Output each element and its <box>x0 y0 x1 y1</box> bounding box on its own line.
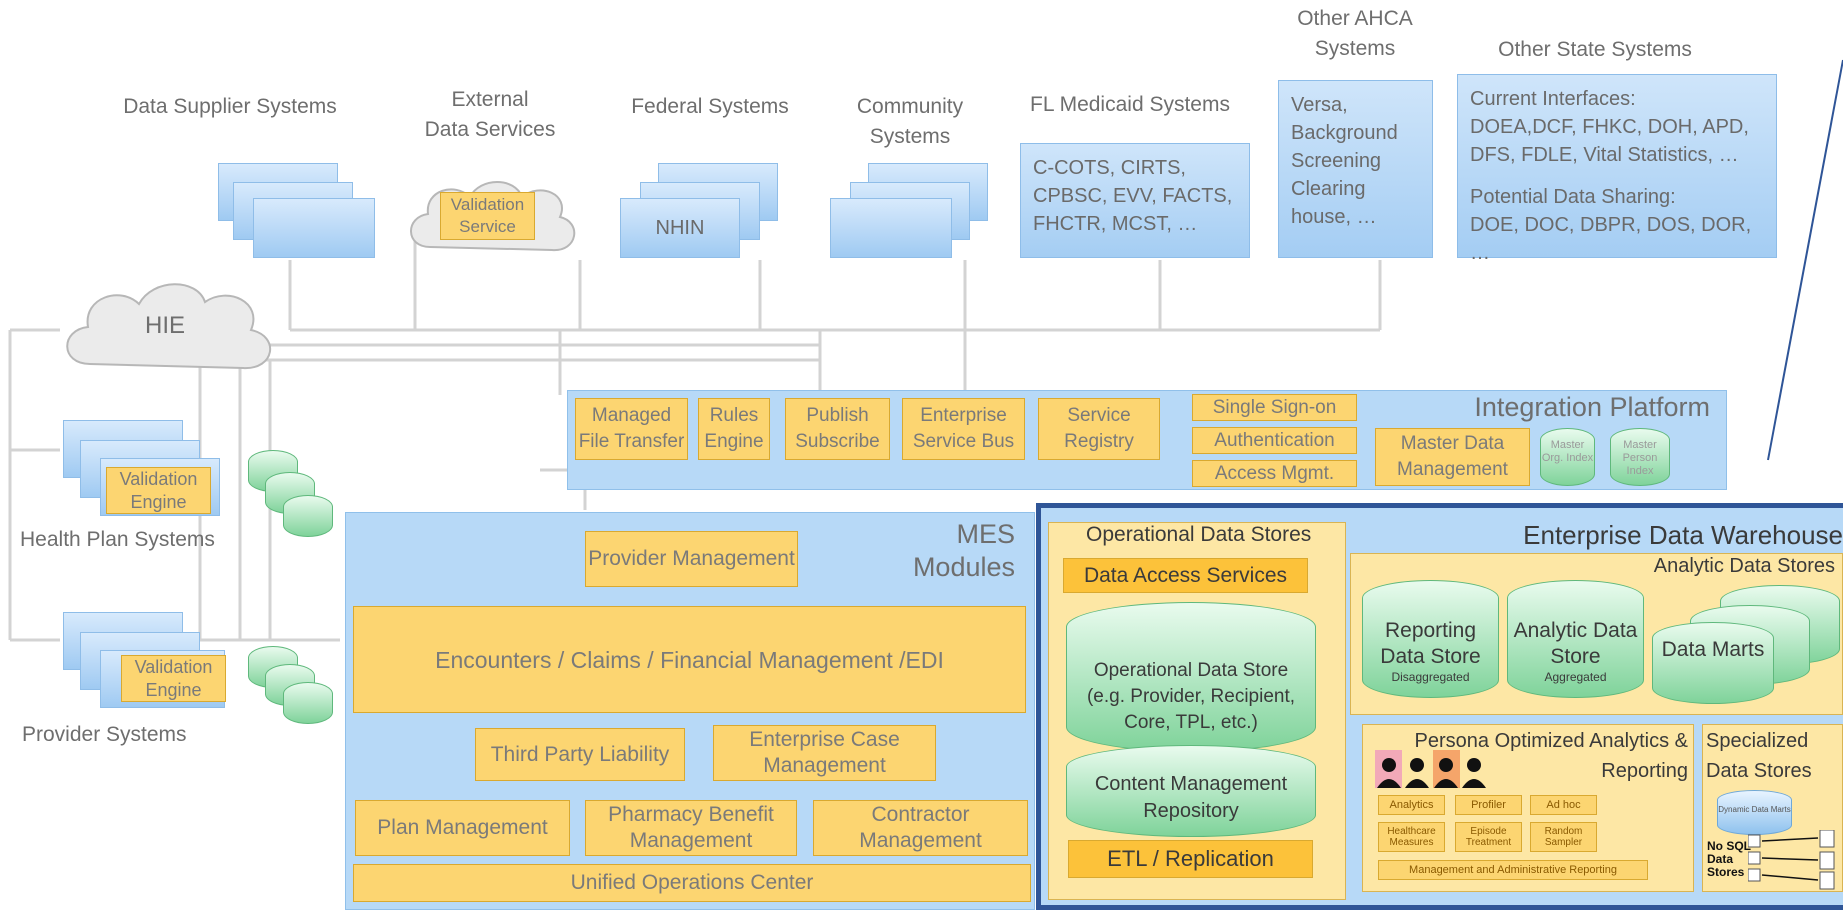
random-sampler-chip: Random Sampler <box>1530 822 1597 852</box>
provider-management: Provider Management <box>585 531 798 587</box>
access-mgmt: Access Mgmt. <box>1192 460 1357 487</box>
nosql-label: No SQL Data Stores <box>1707 839 1751 879</box>
validation-engine-provider: Validation Engine <box>121 655 226 702</box>
profiler-chip: Profiler <box>1455 795 1522 815</box>
rules-engine: Rules Engine <box>698 398 770 460</box>
persona-people-icon <box>1375 750 1486 788</box>
mgmt-reporting-chip: Management and Administrative Reporting <box>1378 860 1648 880</box>
nhin-tile: NHIN <box>620 198 740 258</box>
healthcare-measures-chip: Healthcare Measures <box>1378 822 1445 852</box>
data-supplier-label: Data Supplier Systems <box>123 95 337 118</box>
reporting-data-store: Reporting Data Store Disaggregated <box>1362 580 1499 698</box>
data-supplier-tile-front <box>253 198 375 258</box>
data-access-services: Data Access Services <box>1063 558 1308 593</box>
managed-file-transfer: Managed File Transfer <box>575 398 688 460</box>
community-tile-front <box>830 198 952 258</box>
enterprise-case-management: Enterprise Case Management <box>713 725 936 781</box>
federal-label: Federal Systems <box>631 95 789 118</box>
hp-cylinder-3 <box>283 495 333 537</box>
validation-engine-hp: Validation Engine <box>106 467 211 514</box>
etl-replication: ETL / Replication <box>1068 840 1313 878</box>
external-data-label: External Data Services <box>424 88 556 141</box>
master-data-management: Master Data Management <box>1375 428 1530 486</box>
single-sign-on: Single Sign-on <box>1192 394 1357 421</box>
analytics-chip: Analytics <box>1378 795 1445 815</box>
potential-sharing-text: Potential Data Sharing: DOE, DOC, DBPR, … <box>1470 186 1752 264</box>
pharmacy-benefit-management: Pharmacy Benefit Management <box>585 800 797 856</box>
authentication: Authentication <box>1192 427 1357 454</box>
other-ahca-label: Other AHCA Systems <box>1297 7 1413 60</box>
persona-title: Persona Optimized Analytics & Reporting <box>1414 730 1688 782</box>
third-party-liability: Third Party Liability <box>475 728 685 781</box>
encounters-claims: Encounters / Claims / Financial Manageme… <box>353 606 1026 713</box>
analytic-stores-title: Analytic Data Stores <box>1653 555 1835 577</box>
integration-platform-title: Integration Platform <box>1474 392 1710 422</box>
operational-data-store: Operational Data Store (e.g. Provider, R… <box>1066 602 1316 752</box>
data-marts-cylinder: Data Marts <box>1652 622 1774 704</box>
hie-label: HIE <box>144 312 185 339</box>
other-ahca-list: Versa, Background Screening Clearing hou… <box>1278 80 1433 258</box>
ods-title: Operational Data Stores <box>1086 523 1312 546</box>
pv-cylinder-3 <box>283 682 333 724</box>
other-state-label: Other State Systems <box>1498 38 1692 61</box>
episode-treatment-chip: Episode Treatment <box>1455 822 1522 852</box>
enterprise-service-bus: Enterprise Service Bus <box>902 398 1025 460</box>
unified-operations-center: Unified Operations Center <box>353 864 1031 902</box>
analytic-data-store: Analytic Data Store Aggregated <box>1507 580 1644 698</box>
publish-subscribe: Publish Subscribe <box>785 398 890 460</box>
master-org-index: Master Org. Index <box>1540 428 1595 486</box>
validation-service-box: Validation Service <box>440 192 535 240</box>
contractor-management: Contractor Management <box>813 800 1028 856</box>
provider-label: Provider Systems <box>22 723 187 746</box>
hie-cloud-icon <box>66 283 271 370</box>
master-person-index: Master Person Index <box>1610 428 1670 486</box>
other-state-box: Current Interfaces: DOEA,DCF, FHKC, DOH,… <box>1457 74 1777 264</box>
fl-medicaid-label: FL Medicaid Systems <box>1030 93 1230 116</box>
plan-management: Plan Management <box>355 800 570 856</box>
ad-hoc-chip: Ad hoc <box>1530 795 1597 815</box>
community-label: Community Systems <box>856 95 964 148</box>
nhin-label: NHIN <box>655 216 705 239</box>
edw-title: Enterprise Data Warehouse <box>1523 520 1843 550</box>
health-plan-label: Health Plan Systems <box>20 528 215 551</box>
dynamic-marts-cylinder: Dynamic Data Marts <box>1717 790 1792 835</box>
service-registry: Service Registry <box>1038 398 1160 460</box>
fl-medicaid-list: C-COTS, CIRTS, CPBSC, EVV, FACTS, FHCTR,… <box>1020 143 1250 258</box>
nosql-icon <box>1748 830 1835 890</box>
specialized-title: Specialized Data Stores <box>1706 730 1812 782</box>
mes-title: MES Modules <box>912 519 1015 582</box>
current-interfaces-text: Current Interfaces: DOEA,DCF, FHKC, DOH,… <box>1470 88 1749 166</box>
content-management-repository: Content Management Repository <box>1066 745 1316 837</box>
